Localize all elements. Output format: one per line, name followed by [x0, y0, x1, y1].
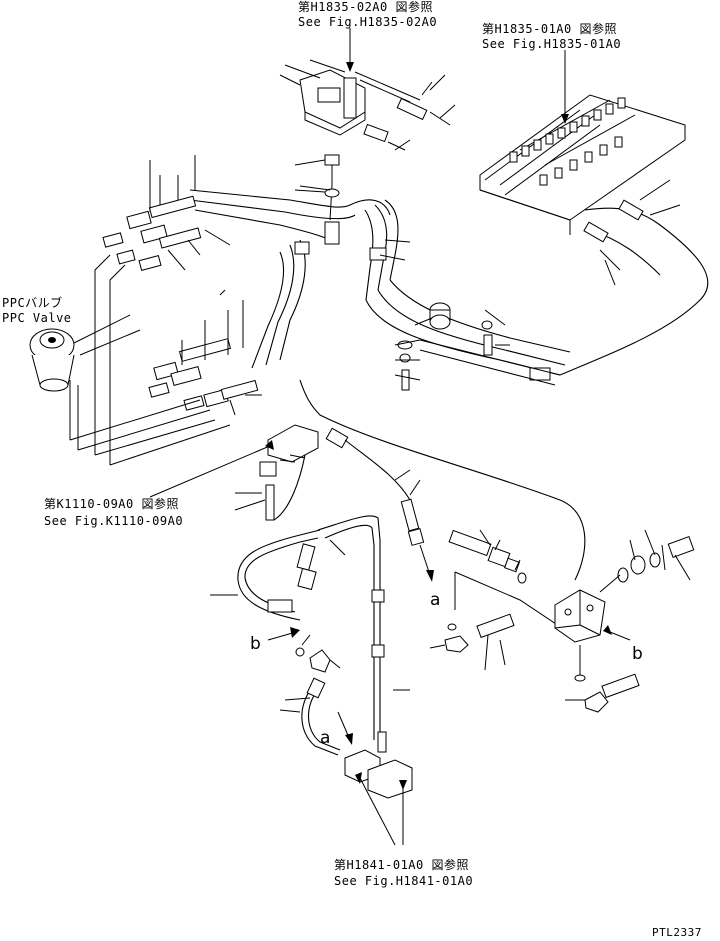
top-valve-assembly: [279, 28, 456, 151]
ref-k1110-09a0-en: See Fig.K1110-09A0: [44, 514, 184, 528]
ref-h1835-01a0-en: See Fig.H1835-01A0: [482, 37, 622, 51]
connector-a-right: a: [430, 590, 441, 610]
control-manifold: [479, 50, 709, 376]
ref-h1835-01a0-jp: 第H1835-01A0 図参照: [482, 22, 617, 36]
ppc-valve: [29, 328, 75, 392]
right-fittings: [429, 529, 695, 713]
ref-h1835-02a0-en: See Fig.H1835-02A0: [298, 15, 438, 29]
manifold-fittings: [509, 97, 626, 186]
ref-k1110-09a0-jp: 第K1110-09A0 図参照: [44, 497, 179, 511]
left-fittings: [69, 155, 262, 466]
connector-b-right: b: [632, 644, 643, 664]
ref-h1835-02a0-jp: 第H1835-02A0 図参照: [298, 0, 433, 14]
lower-left-loop: [210, 515, 413, 846]
center-hose: [299, 379, 586, 582]
right-mid-fittings: [394, 302, 561, 391]
connector-b-left: b: [250, 634, 261, 654]
ref-h1841-01a0-jp: 第H1841-01A0 図参照: [334, 858, 469, 872]
ppc-valve-label-jp: PPCバルブ: [2, 296, 63, 310]
connector-a-lower: a: [320, 728, 331, 748]
drawing-number: PTL2337: [652, 926, 702, 939]
ref-h1841-01a0-en: See Fig.H1841-01A0: [334, 874, 474, 888]
ppc-valve-label-en: PPC Valve: [2, 311, 72, 325]
middle-bracket: [149, 424, 319, 521]
